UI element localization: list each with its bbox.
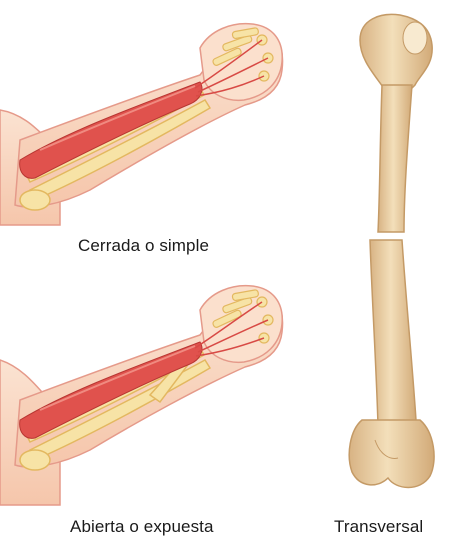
transverse-fracture-bone-illustration [320,0,449,510]
open-fracture-label: Abierta o expuesta [70,517,214,537]
femur-upper-shaft [378,85,412,232]
elbow-bone [20,190,50,210]
closed-fracture-arm-illustration [0,0,300,230]
elbow-bone [20,450,50,470]
femur-lower-shaft [370,240,416,425]
closed-fracture-label: Cerrada o simple [78,236,209,256]
femur-lower-condyles [349,420,434,488]
transverse-fracture-label: Transversal [334,517,423,537]
open-fracture-arm-illustration [0,280,300,510]
